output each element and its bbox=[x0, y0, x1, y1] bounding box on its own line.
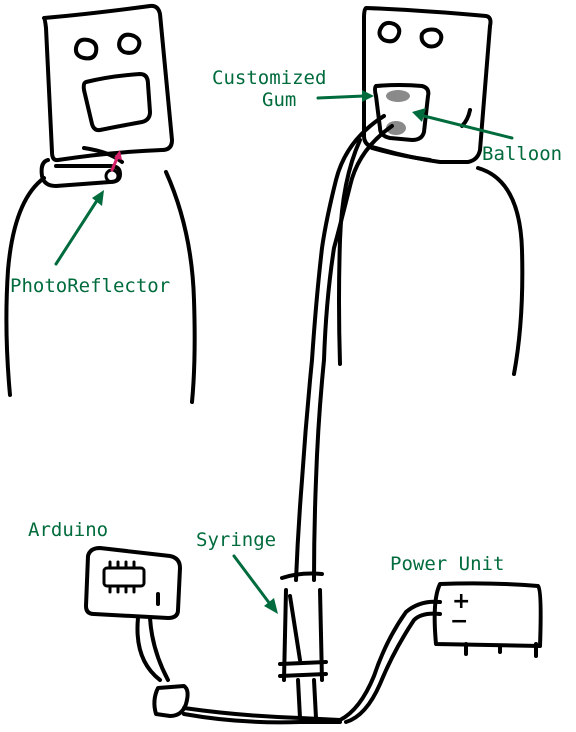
arduino-chip bbox=[104, 568, 144, 586]
right-shoulder-right bbox=[478, 168, 522, 374]
power-unit: + − bbox=[340, 583, 541, 722]
right-shoulder-left bbox=[339, 140, 360, 364]
label-power-unit: Power Unit bbox=[390, 553, 504, 575]
pump-and-hose bbox=[154, 686, 340, 722]
right-eye-left bbox=[380, 23, 400, 41]
left-eye-right bbox=[119, 35, 139, 53]
arrow-photoreflector bbox=[56, 202, 96, 264]
label-syringe: Syringe bbox=[196, 529, 276, 551]
label-arduino: Arduino bbox=[28, 519, 108, 541]
right-cheek-line bbox=[462, 110, 470, 126]
arrow-syringe bbox=[234, 556, 270, 604]
left-shoulder-right bbox=[166, 172, 195, 402]
label-customized: Customized bbox=[212, 67, 326, 89]
label-balloon: Balloon bbox=[482, 143, 562, 165]
pump-valve bbox=[154, 686, 187, 716]
left-head bbox=[44, 6, 172, 160]
label-photoreflector: PhotoReflector bbox=[10, 275, 170, 297]
right-eye-right bbox=[422, 30, 442, 47]
arduino-board bbox=[86, 548, 180, 680]
arrow-customized-gum bbox=[318, 96, 364, 98]
power-minus-symbol: − bbox=[450, 609, 468, 634]
customized-gum bbox=[386, 90, 410, 102]
left-mouth bbox=[84, 74, 150, 130]
left-eye-left bbox=[76, 40, 96, 59]
syringe bbox=[280, 574, 326, 719]
label-gum: Gum bbox=[262, 89, 296, 111]
right-figure bbox=[339, 8, 522, 374]
right-chin-line bbox=[372, 148, 430, 160]
